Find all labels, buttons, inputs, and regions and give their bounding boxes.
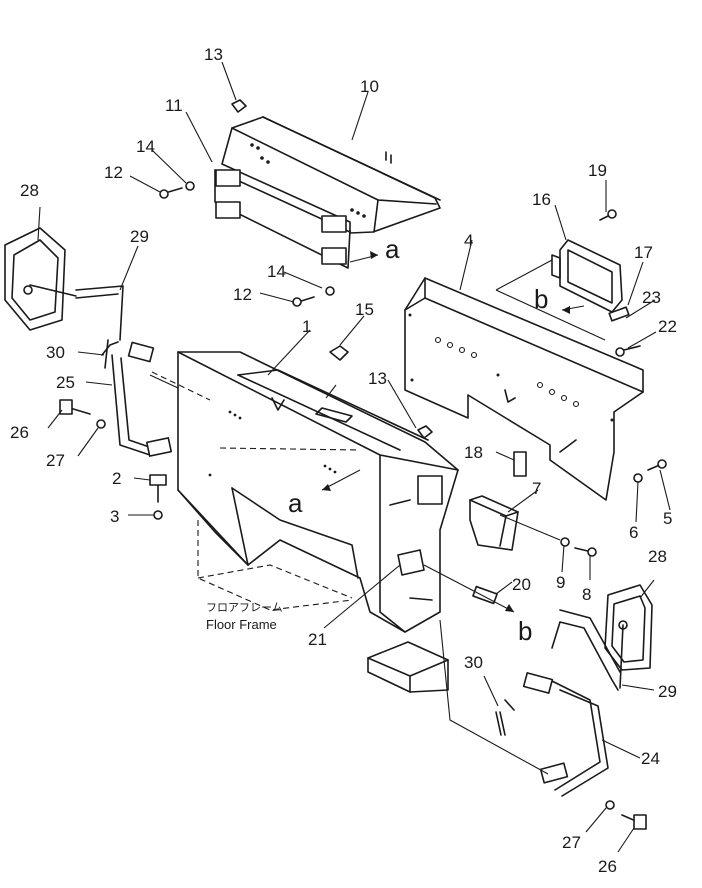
letter-a-mid: a [288, 488, 303, 518]
top-cover-part [214, 116, 441, 269]
callout-10: 10 [360, 77, 379, 96]
callout-labels: 13 10 11 14 12 14 12 15 1 13 4 16 19 17 … [10, 45, 677, 876]
callout-15: 15 [355, 300, 374, 319]
callout-26-right: 26 [598, 857, 617, 876]
callout-28-left: 28 [20, 181, 39, 200]
callout-30-right: 30 [464, 653, 483, 672]
callout-24: 24 [641, 749, 660, 768]
callout-21: 21 [308, 630, 327, 649]
side-panel-part [404, 277, 644, 501]
callout-28-right: 28 [648, 547, 667, 566]
reference-arrows [151, 251, 585, 613]
left-stay-part [75, 285, 179, 457]
callout-29-right: 29 [658, 682, 677, 701]
callout-14-top: 14 [136, 137, 155, 156]
callout-29-left: 29 [130, 227, 149, 246]
callout-12-mid: 12 [233, 285, 252, 304]
callout-3: 3 [110, 507, 119, 526]
callout-12-top: 12 [104, 163, 123, 182]
fasteners [59, 99, 667, 830]
callout-25: 25 [56, 373, 75, 392]
callout-7: 7 [532, 479, 541, 498]
callout-14-mid: 14 [267, 262, 286, 281]
rod-parts [101, 341, 515, 736]
letter-a-top: a [385, 234, 400, 264]
callout-30-left: 30 [46, 343, 65, 362]
callout-26-left: 26 [10, 423, 29, 442]
callout-11: 11 [165, 96, 183, 115]
floor-frame-label: フロアフレーム Floor Frame [206, 601, 283, 632]
right-mirror-part [604, 584, 653, 689]
reference-letters: a a b b [288, 234, 548, 646]
callout-13-mid: 13 [368, 369, 387, 388]
callout-19: 19 [588, 161, 607, 180]
main-box-part [177, 351, 459, 693]
leader-lines [37, 61, 671, 853]
callout-5: 5 [663, 509, 672, 528]
callout-27-right: 27 [562, 833, 581, 852]
right-stay-part [439, 609, 621, 797]
callout-1: 1 [302, 317, 311, 336]
floor-frame-label-jp: フロアフレーム [206, 601, 283, 614]
callout-20: 20 [512, 575, 531, 594]
callout-13-top: 13 [204, 45, 223, 64]
callout-18: 18 [464, 443, 483, 462]
bracket-part [469, 495, 519, 551]
callout-17: 17 [634, 243, 653, 262]
callout-23: 23 [642, 288, 661, 307]
callout-2: 2 [112, 469, 121, 488]
left-mirror-part [4, 227, 77, 331]
callout-6: 6 [629, 523, 638, 542]
letter-b-bottom: b [518, 616, 532, 646]
callout-27-left: 27 [46, 451, 65, 470]
callout-8: 8 [582, 585, 591, 604]
floor-frame-label-en: Floor Frame [206, 617, 277, 632]
letter-b-top: b [534, 284, 548, 314]
callout-4: 4 [464, 231, 473, 250]
callout-16: 16 [532, 190, 551, 209]
lamp-part [495, 239, 623, 341]
callout-9: 9 [556, 573, 565, 592]
callout-22: 22 [658, 317, 677, 336]
